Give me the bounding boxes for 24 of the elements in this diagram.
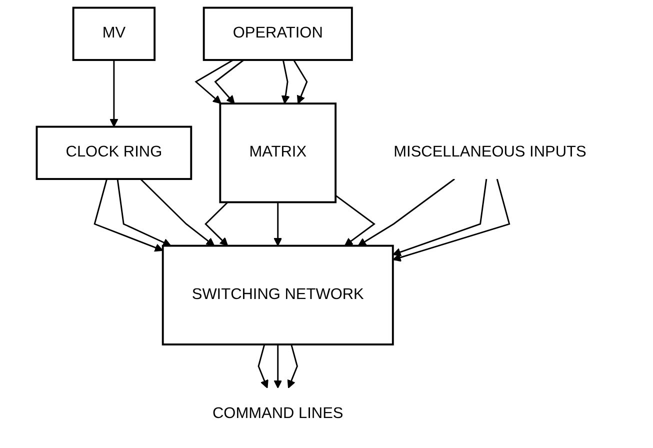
arrow [117, 178, 172, 246]
node-box: CLOCK RING [36, 126, 193, 180]
node-box: SWITCHING NETWORK [162, 244, 394, 346]
arrow [140, 178, 216, 246]
arrow [358, 178, 456, 246]
node-text: MISCELLANEOUS INPUTS [394, 144, 587, 161]
arrow [274, 202, 283, 246]
node-box: OPERATION [203, 6, 354, 61]
arrow [336, 194, 376, 246]
node-box: MV [72, 6, 156, 61]
node-box: MATRIX [220, 102, 337, 204]
arrow [282, 60, 290, 104]
arrow [110, 60, 119, 128]
arrow [392, 178, 488, 256]
arrow [205, 202, 229, 246]
node-text: COMMAND LINES [212, 405, 344, 422]
arrow [294, 60, 308, 104]
arrow [258, 344, 269, 388]
arrow [392, 178, 511, 262]
arrow [274, 344, 283, 388]
arrow [195, 59, 234, 104]
arrow [288, 344, 298, 388]
arrow [214, 59, 245, 104]
arrow [94, 178, 164, 252]
